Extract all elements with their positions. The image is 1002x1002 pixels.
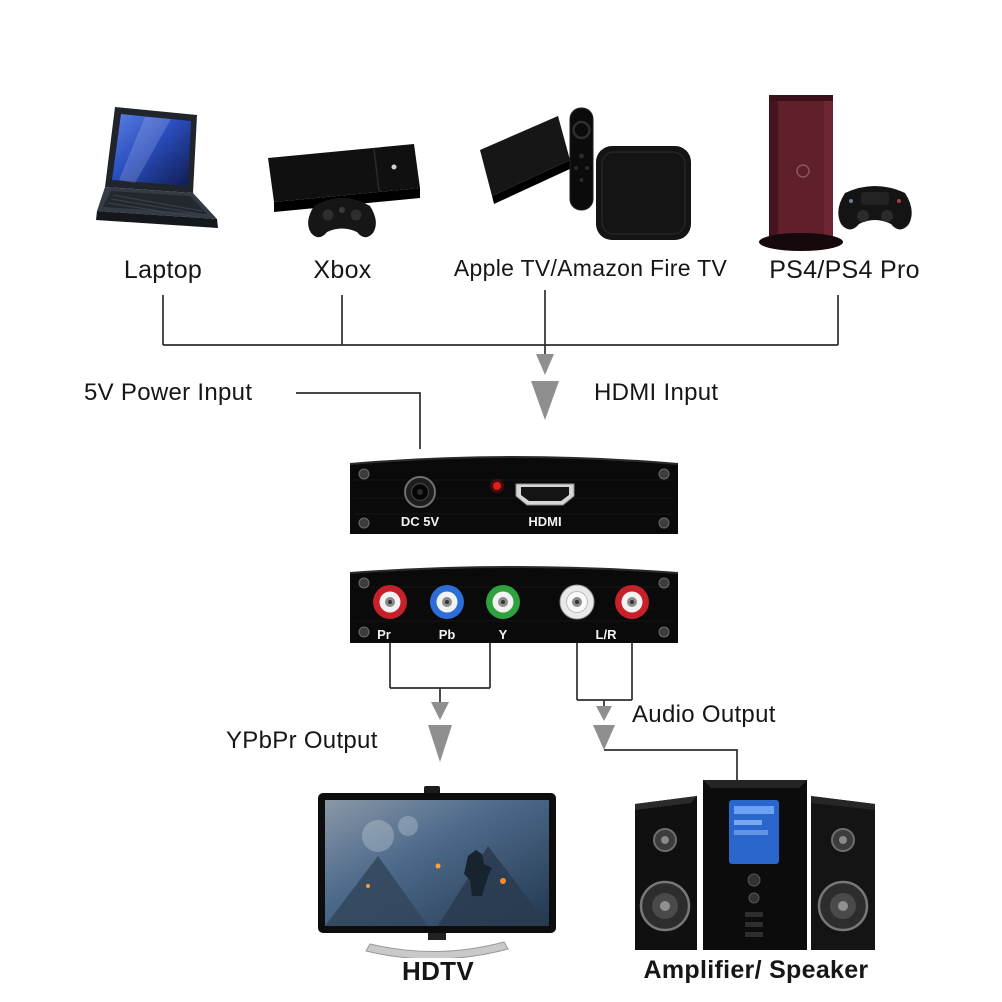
amplifier-drawing — [635, 780, 875, 950]
apple-fire-tv-drawing — [480, 107, 691, 240]
ps4-label: PS4/PS4 Pro — [769, 256, 920, 284]
hdtv-drawing — [318, 786, 556, 960]
dc-port-label: DC 5V — [401, 514, 440, 529]
hdtv-label: HDTV — [402, 956, 474, 986]
dc-5v-port — [404, 476, 436, 508]
y-jack — [486, 585, 520, 619]
converter-front-screws — [358, 468, 670, 529]
lr-jack-label: L/R — [596, 627, 618, 642]
apple-tv-box — [596, 146, 691, 240]
left-speaker — [635, 796, 697, 950]
fire-tv-slab — [480, 116, 572, 204]
converter-front-body — [349, 456, 679, 534]
hdtv-image — [318, 786, 558, 963]
ps4-image — [753, 93, 925, 262]
converter-back-screws — [358, 577, 670, 638]
laptop-screen — [105, 107, 197, 193]
pb-jack — [430, 585, 464, 619]
audio-output-label: Audio Output — [632, 701, 776, 728]
converter-front-image: DC 5V HDMI — [340, 446, 688, 543]
xbox-controller — [308, 198, 376, 238]
y-jack-label: Y — [499, 627, 508, 642]
power-wire — [296, 392, 421, 449]
audio-arrow-upper — [596, 706, 612, 721]
laptop-keyboard — [96, 187, 218, 228]
converter-front-drawing: DC 5V HDMI — [349, 456, 679, 534]
hdmi-arrow-head — [531, 381, 559, 420]
amplifier-image — [633, 778, 877, 961]
ps4-console — [759, 95, 843, 251]
ps4-controller — [838, 186, 912, 230]
ps4-drawing — [759, 95, 912, 251]
ypbpr-arrow-head — [428, 725, 452, 762]
apple-fire-tv-image — [478, 106, 693, 253]
audio-r-jack — [615, 585, 649, 619]
hdmi-input-label: HDMI Input — [594, 379, 719, 406]
audio-l-jack — [559, 584, 595, 620]
audio-arrow-head — [593, 725, 615, 750]
pr-jack — [373, 585, 407, 619]
hdtv-camera — [424, 786, 440, 795]
xbox-drawing — [268, 144, 420, 238]
ypbpr-arrow-upper — [431, 702, 449, 720]
hdmi-arrow-upper — [536, 354, 554, 375]
right-speaker — [811, 796, 875, 950]
apple-fire-tv-label: Apple TV/Amazon Fire TV — [453, 255, 728, 281]
pb-jack-label: Pb — [439, 627, 456, 642]
converter-back-image: Pr Pb Y L/R — [340, 557, 688, 658]
amplifier-unit — [703, 780, 807, 950]
hdtv-monitor — [318, 786, 556, 933]
pr-jack-label: Pr — [377, 627, 391, 642]
ypbpr-output-label: YPbPr Output — [226, 727, 378, 754]
laptop-image — [95, 103, 230, 253]
xbox-label: Xbox — [313, 256, 372, 284]
converter-back-drawing: Pr Pb Y L/R — [349, 566, 679, 643]
hdmi-port — [515, 483, 575, 506]
hdtv-stand — [365, 933, 509, 960]
power-input-label: 5V Power Input — [84, 379, 253, 406]
fire-tv-remote — [569, 107, 594, 211]
hdmi-port-label: HDMI — [528, 514, 561, 529]
laptop-drawing — [96, 107, 218, 228]
power-led — [490, 479, 504, 493]
xbox-image — [262, 138, 427, 253]
laptop-label: Laptop — [123, 256, 203, 284]
amplifier-label: Amplifier/ Speaker — [643, 956, 869, 984]
